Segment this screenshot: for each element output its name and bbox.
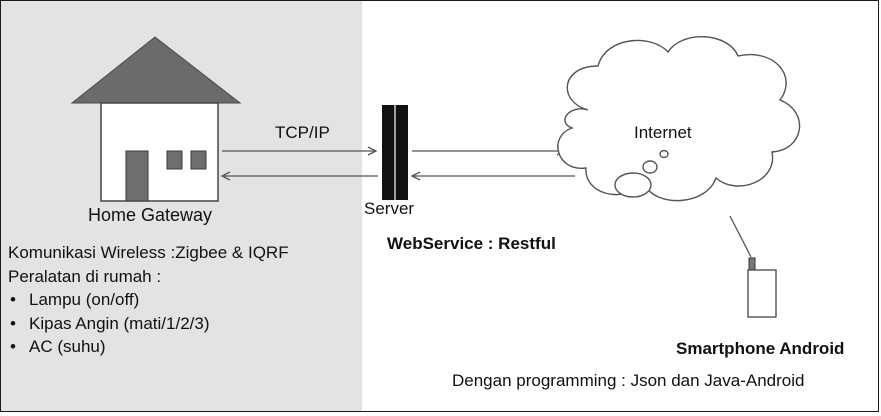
programming-label: Dengan programming : Json dan Java-Andro… bbox=[452, 371, 805, 390]
smartphone-icon bbox=[747, 257, 777, 318]
house-window-left bbox=[166, 150, 183, 170]
gateway-server-link bbox=[220, 146, 378, 181]
cloud-outline bbox=[557, 36, 801, 202]
house-window-right bbox=[190, 150, 207, 170]
internet-label: Internet bbox=[634, 123, 692, 142]
device-item-kipas: • Kipas Angin (mati/1/2/3) bbox=[8, 312, 289, 336]
bullet-icon: • bbox=[10, 337, 16, 356]
webservice-label: WebService : Restful bbox=[387, 234, 556, 253]
phone-antenna bbox=[748, 257, 756, 272]
device-list: • Lampu (on/off) • Kipas Angin (mati/1/2/3… bbox=[8, 288, 289, 359]
house-roof bbox=[70, 36, 242, 104]
device-item-lampu: • Lampu (on/off) bbox=[8, 288, 289, 312]
cloud-phone-connector bbox=[729, 215, 752, 258]
arrowhead-right bbox=[367, 146, 378, 156]
home-gateway-label: Home Gateway bbox=[88, 205, 213, 225]
cloud-bubble-medium bbox=[642, 160, 658, 174]
devices-title: Peralatan di rumah : bbox=[8, 266, 162, 286]
smartphone-label: Smartphone Android bbox=[676, 339, 845, 358]
house-door bbox=[125, 150, 149, 202]
device-label: Kipas Angin (mati/1/2/3) bbox=[29, 313, 210, 333]
arrowhead-left bbox=[220, 171, 231, 181]
home-info: Komunikasi Wireless :Zigbee & IQRF Peral… bbox=[8, 241, 289, 359]
wireless-text: Komunikasi Wireless :Zigbee & IQRF bbox=[8, 243, 289, 262]
house-icon bbox=[70, 36, 242, 202]
bullet-icon: • bbox=[10, 313, 16, 333]
cloud-icon bbox=[557, 36, 801, 202]
device-item-ac: • AC (suhu) bbox=[8, 335, 289, 359]
bullet-icon: • bbox=[10, 290, 16, 309]
tcp-ip-label: TCP/IP bbox=[275, 123, 330, 142]
arrowhead-server-left bbox=[410, 171, 421, 181]
cloud-bubble-small bbox=[659, 149, 669, 159]
device-label: AC (suhu) bbox=[29, 337, 106, 356]
server-label: Server bbox=[364, 199, 415, 218]
device-label: Lampu (on/off) bbox=[29, 290, 140, 309]
cloud-bubble-large bbox=[614, 172, 652, 198]
server-icon bbox=[382, 105, 408, 200]
phone-body bbox=[747, 269, 777, 318]
server-internet-link bbox=[410, 146, 575, 181]
